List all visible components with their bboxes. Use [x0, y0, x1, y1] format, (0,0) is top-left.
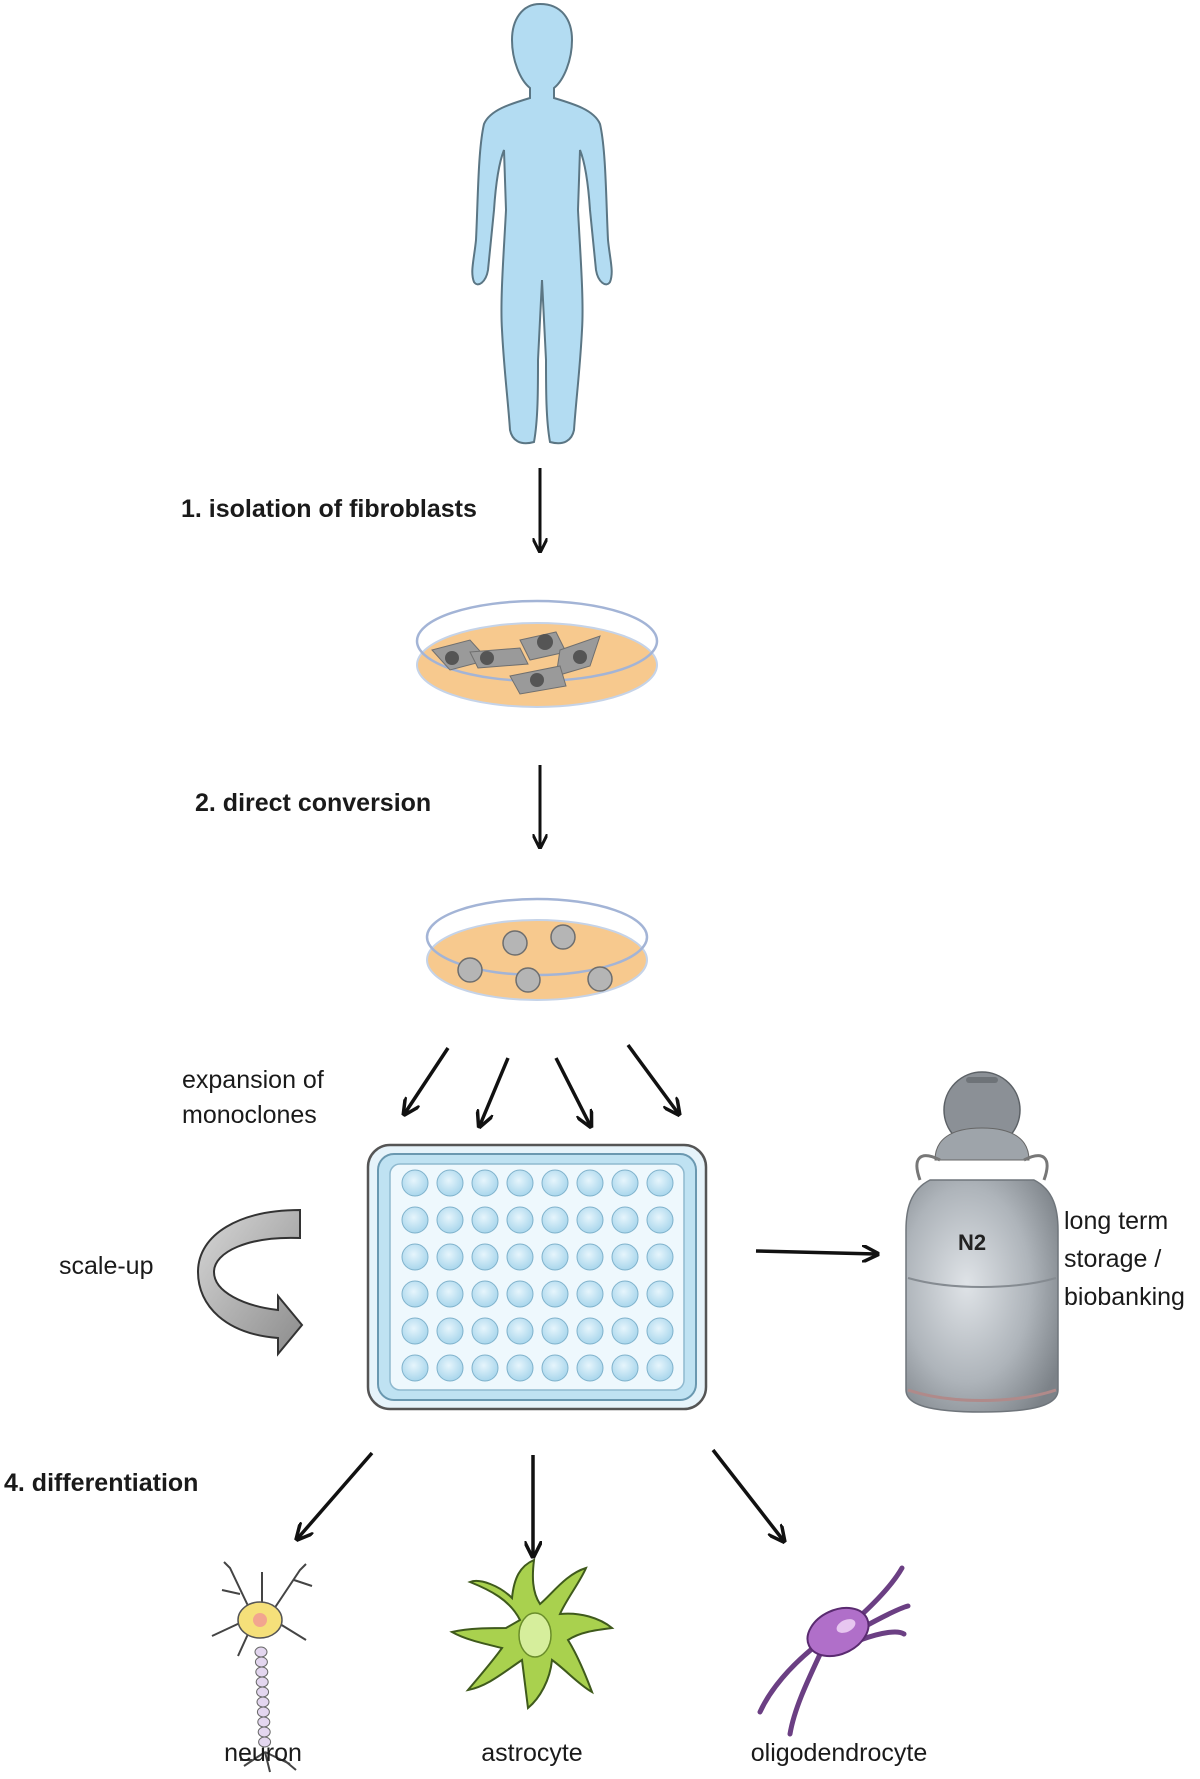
- axon-segment: [254, 1646, 268, 1658]
- well: [471, 1280, 499, 1308]
- axon-segment: [255, 1666, 269, 1678]
- petri-dish-fibroblasts-icon: [415, 599, 659, 708]
- axon-segment: [258, 1736, 272, 1748]
- well: [471, 1354, 499, 1382]
- axon: [254, 1646, 272, 1748]
- well: [576, 1206, 604, 1234]
- well: [436, 1317, 464, 1345]
- well: [576, 1354, 604, 1382]
- well: [436, 1206, 464, 1234]
- well: [646, 1243, 674, 1271]
- well: [541, 1169, 569, 1197]
- well: [506, 1169, 534, 1197]
- well: [646, 1169, 674, 1197]
- step1-label: 1. isolation of fibroblasts: [181, 495, 477, 523]
- well: [576, 1317, 604, 1345]
- well: [611, 1317, 639, 1345]
- tank-label: N2: [958, 1230, 986, 1255]
- neuron-label: neuron: [224, 1739, 302, 1767]
- human-body-icon: [471, 2, 613, 445]
- axon-segment: [257, 1716, 271, 1728]
- axon-segment: [255, 1676, 269, 1688]
- expansion-label-line1: expansion of: [182, 1066, 324, 1094]
- well: [401, 1206, 429, 1234]
- well: [541, 1206, 569, 1234]
- well: [436, 1243, 464, 1271]
- well: [401, 1243, 429, 1271]
- well: [401, 1280, 429, 1308]
- petri-dish-colonies-icon: [425, 897, 649, 1001]
- well: [646, 1280, 674, 1308]
- well: [576, 1280, 604, 1308]
- well: [506, 1206, 534, 1234]
- well: [646, 1317, 674, 1345]
- well: [611, 1354, 639, 1382]
- step4-label: 4. differentiation: [4, 1469, 199, 1497]
- expansion-arrows: [405, 1043, 678, 1125]
- arrow-to-storage: [755, 1251, 876, 1254]
- well: [611, 1243, 639, 1271]
- well: [541, 1243, 569, 1271]
- well: [576, 1243, 604, 1271]
- well: [611, 1280, 639, 1308]
- well: [471, 1169, 499, 1197]
- nitrogen-tank-icon: N2: [905, 1071, 1059, 1413]
- astrocyte-icon: [449, 1558, 615, 1710]
- well: [506, 1280, 534, 1308]
- storage-caption-line1: long term: [1064, 1207, 1169, 1235]
- well: [471, 1206, 499, 1234]
- storage-caption-line2: storage /: [1064, 1245, 1162, 1273]
- well: [541, 1354, 569, 1382]
- well: [506, 1354, 534, 1382]
- well: [471, 1317, 499, 1345]
- well: [401, 1354, 429, 1382]
- well: [401, 1169, 429, 1197]
- well: [541, 1280, 569, 1308]
- well: [506, 1317, 534, 1345]
- well: [436, 1280, 464, 1308]
- well: [541, 1317, 569, 1345]
- well: [646, 1354, 674, 1382]
- oligodendrocyte-icon: [757, 1565, 911, 1737]
- well: [646, 1206, 674, 1234]
- well-plate-icon: [366, 1143, 708, 1411]
- oligodendrocyte-label: oligodendrocyte: [750, 1739, 928, 1767]
- well: [471, 1243, 499, 1271]
- well: [506, 1243, 534, 1271]
- axon-segment: [256, 1706, 270, 1718]
- astrocyte-label: astrocyte: [481, 1739, 583, 1767]
- scale-up-arrow-icon: [196, 1208, 304, 1357]
- neuron-icon: [211, 1561, 313, 1773]
- storage-caption-line3: biobanking: [1064, 1283, 1185, 1311]
- well: [611, 1206, 639, 1234]
- differentiation-arrows: [298, 1448, 783, 1555]
- axon-segment: [256, 1686, 270, 1698]
- well: [436, 1354, 464, 1382]
- axon-segment: [254, 1656, 268, 1668]
- expansion-label-line2: monoclones: [182, 1101, 317, 1129]
- well: [436, 1169, 464, 1197]
- well-grid: [401, 1169, 674, 1382]
- axon-segment: [256, 1696, 270, 1708]
- well: [401, 1317, 429, 1345]
- scaleup-label: scale-up: [59, 1252, 154, 1280]
- well: [611, 1169, 639, 1197]
- well: [576, 1169, 604, 1197]
- step2-label: 2. direct conversion: [195, 789, 432, 817]
